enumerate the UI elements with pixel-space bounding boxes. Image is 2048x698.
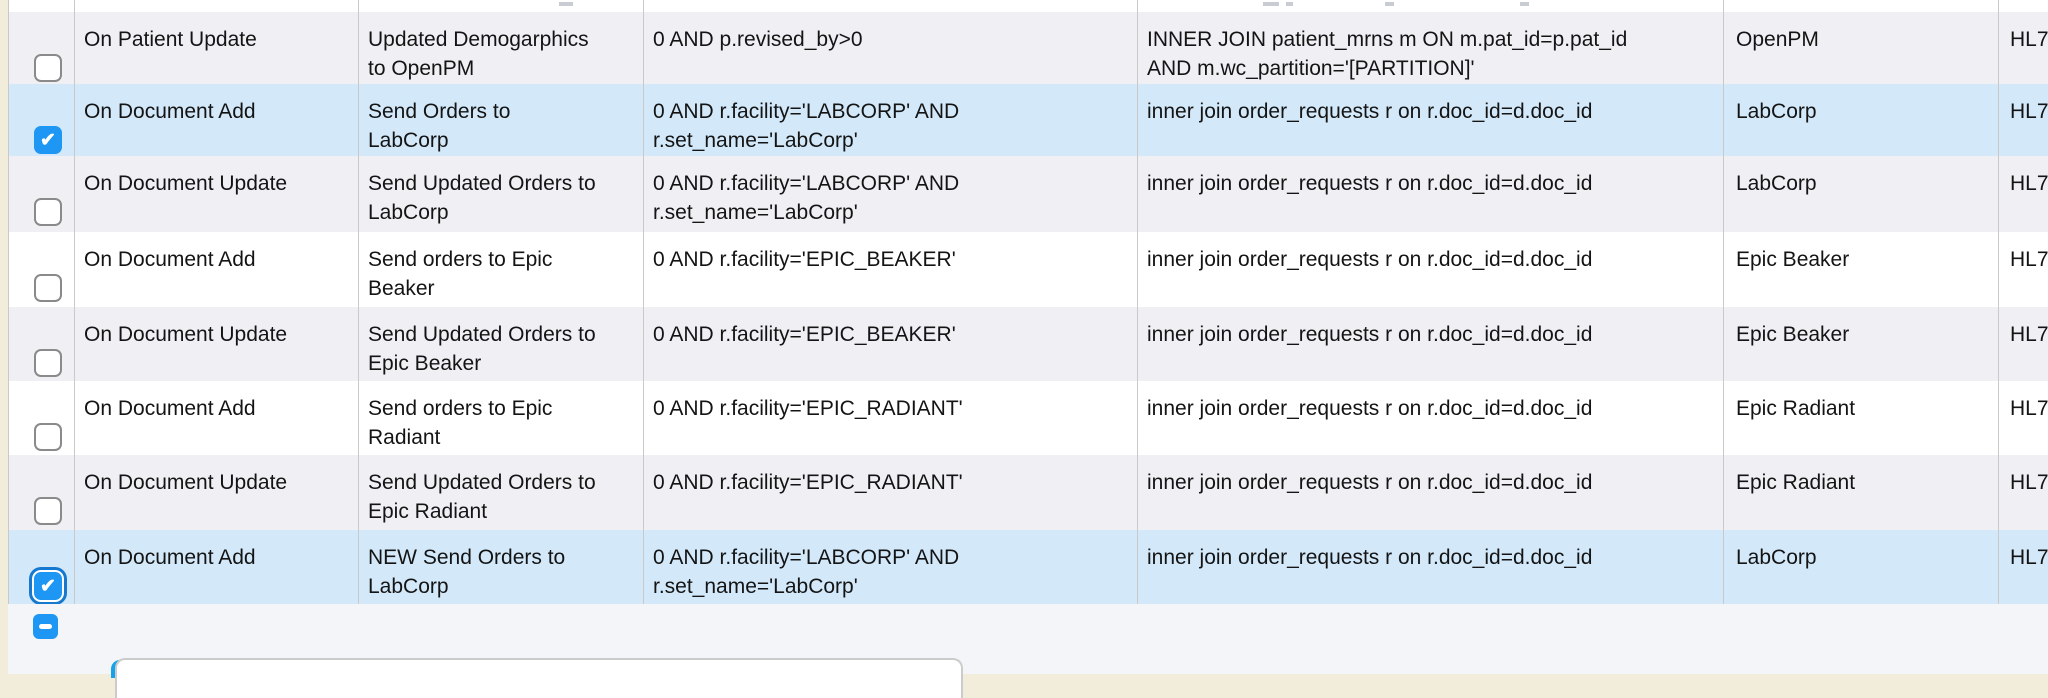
checkbox-cell: ✔ — [9, 307, 75, 381]
clipped-text-remnant — [1263, 2, 1279, 6]
condition-cell: 0 AND r.facility='LABCORP' AND r.set_nam… — [644, 156, 1138, 232]
name-cell: NEW Send Orders to LabCorp — [359, 530, 644, 604]
join-cell: inner join order_requests r on r.doc_id=… — [1138, 84, 1724, 156]
detail-panel — [115, 658, 963, 698]
clipped-cell — [1138, 0, 1724, 13]
type-cell: HL7 — [2010, 397, 2048, 420]
clipped-text-remnant — [1385, 2, 1394, 6]
type-cell: HL7 — [2010, 28, 2048, 51]
clipped-cell — [9, 0, 75, 13]
row-checkbox[interactable]: ✔ — [34, 572, 62, 600]
row-checkbox[interactable]: ✔ — [34, 274, 62, 302]
table-row[interactable]: ✔ On Document Update Send Updated Orders… — [9, 307, 2048, 381]
clipped-text-remnant — [1520, 2, 1529, 6]
condition-cell: 0 AND r.facility='EPIC_RADIANT' — [644, 455, 1138, 530]
target-cell: Epic Radiant — [1724, 381, 1999, 455]
checkbox-cell: ✔ — [9, 12, 75, 84]
type-cell: HL7 — [2010, 248, 2048, 271]
type-cell: HL7 — [2010, 323, 2048, 346]
condition-cell: 0 AND r.facility='EPIC_BEAKER' — [644, 232, 1138, 307]
event-cell: On Document Add — [75, 381, 359, 455]
check-icon: ✔ — [40, 575, 56, 597]
name-cell: Send Updated Orders to Epic Radiant — [359, 455, 644, 530]
event-cell: On Document Add — [75, 232, 359, 307]
event-cell: On Patient Update — [75, 12, 359, 84]
rules-table: ✔ On Patient Update Updated Demogarphics… — [8, 0, 2048, 604]
clipped-text-remnant — [1286, 2, 1293, 6]
condition-cell: 0 AND r.facility='LABCORP' AND r.set_nam… — [644, 530, 1138, 604]
target-cell: LabCorp — [1724, 530, 1999, 604]
table-row[interactable]: ✔ On Document Add NEW Send Orders to Lab… — [9, 530, 2048, 604]
target-cell: Epic Beaker — [1724, 232, 1999, 307]
app-viewport: ✔ On Patient Update Updated Demogarphics… — [8, 0, 2048, 698]
clipped-cell — [75, 0, 359, 13]
checkbox-cell: ✔ — [9, 156, 75, 232]
checkbox-cell: ✔ — [9, 455, 75, 530]
clipped-cell — [1999, 0, 2048, 13]
clipped-row-sliver — [9, 0, 2048, 13]
join-cell: inner join order_requests r on r.doc_id=… — [1138, 156, 1724, 232]
table-row[interactable]: ✔ On Document Update Send Updated Orders… — [9, 156, 2048, 232]
clipped-cell — [644, 0, 1138, 13]
checkbox-cell: ✔ — [9, 530, 75, 604]
type-cell: HL7 — [2010, 471, 2048, 494]
type-cell: HL7 — [2010, 100, 2048, 123]
table-row[interactable]: ✔ On Document Add Send orders to Epic Be… — [9, 232, 2048, 307]
name-cell: Send orders to Epic Beaker — [359, 232, 644, 307]
join-cell: inner join order_requests r on r.doc_id=… — [1138, 530, 1724, 604]
name-cell: Send Orders to LabCorp — [359, 84, 644, 156]
type-cell: HL7 — [2010, 172, 2048, 195]
join-cell: inner join order_requests r on r.doc_id=… — [1138, 381, 1724, 455]
join-cell: inner join order_requests r on r.doc_id=… — [1138, 307, 1724, 381]
clipped-cell — [359, 0, 644, 13]
checkbox-cell: ✔ — [9, 84, 75, 156]
row-checkbox[interactable]: ✔ — [34, 423, 62, 451]
target-cell: Epic Radiant — [1724, 455, 1999, 530]
row-checkbox[interactable]: ✔ — [34, 349, 62, 377]
event-cell: On Document Add — [75, 84, 359, 156]
name-cell: Updated Demogarphics to OpenPM — [359, 12, 644, 84]
table-row[interactable]: ✔ On Document Add Send Orders to LabCorp… — [9, 84, 2048, 156]
event-cell: On Document Update — [75, 307, 359, 381]
clipped-text-remnant — [559, 2, 573, 6]
condition-cell: 0 AND r.facility='EPIC_RADIANT' — [644, 381, 1138, 455]
row-checkbox[interactable]: ✔ — [34, 126, 62, 154]
row-checkbox[interactable]: ✔ — [34, 497, 62, 525]
row-checkbox[interactable]: ✔ — [34, 198, 62, 226]
check-icon: ✔ — [40, 129, 56, 151]
join-cell: INNER JOIN patient_mrns m ON m.pat_id=p.… — [1138, 12, 1724, 84]
join-cell: inner join order_requests r on r.doc_id=… — [1138, 455, 1724, 530]
name-cell: Send orders to Epic Radiant — [359, 381, 644, 455]
minus-icon — [39, 624, 52, 629]
table-row[interactable]: ✔ On Document Add Send orders to Epic Ra… — [9, 381, 2048, 455]
table-row[interactable]: ✔ On Patient Update Updated Demogarphics… — [9, 12, 2048, 84]
name-cell: Send Updated Orders to LabCorp — [359, 156, 644, 232]
type-cell: HL7 — [2010, 546, 2048, 569]
remove-row-button[interactable] — [33, 614, 58, 639]
condition-cell: 0 AND r.facility='LABCORP' AND r.set_nam… — [644, 84, 1138, 156]
target-cell: Epic Beaker — [1724, 307, 1999, 381]
target-cell: LabCorp — [1724, 84, 1999, 156]
row-checkbox[interactable]: ✔ — [34, 54, 62, 82]
condition-cell: 0 AND p.revised_by>0 — [644, 12, 1138, 84]
condition-cell: 0 AND r.facility='EPIC_BEAKER' — [644, 307, 1138, 381]
table-row[interactable]: ✔ On Document Update Send Updated Orders… — [9, 455, 2048, 530]
event-cell: On Document Update — [75, 156, 359, 232]
checkbox-cell: ✔ — [9, 232, 75, 307]
checkbox-cell: ✔ — [9, 381, 75, 455]
join-cell: inner join order_requests r on r.doc_id=… — [1138, 232, 1724, 307]
name-cell: Send Updated Orders to Epic Beaker — [359, 307, 644, 381]
clipped-cell — [1724, 0, 1999, 13]
table-footer-area — [8, 604, 2048, 698]
target-cell: OpenPM — [1724, 12, 1999, 84]
event-cell: On Document Update — [75, 455, 359, 530]
event-cell: On Document Add — [75, 530, 359, 604]
target-cell: LabCorp — [1724, 156, 1999, 232]
